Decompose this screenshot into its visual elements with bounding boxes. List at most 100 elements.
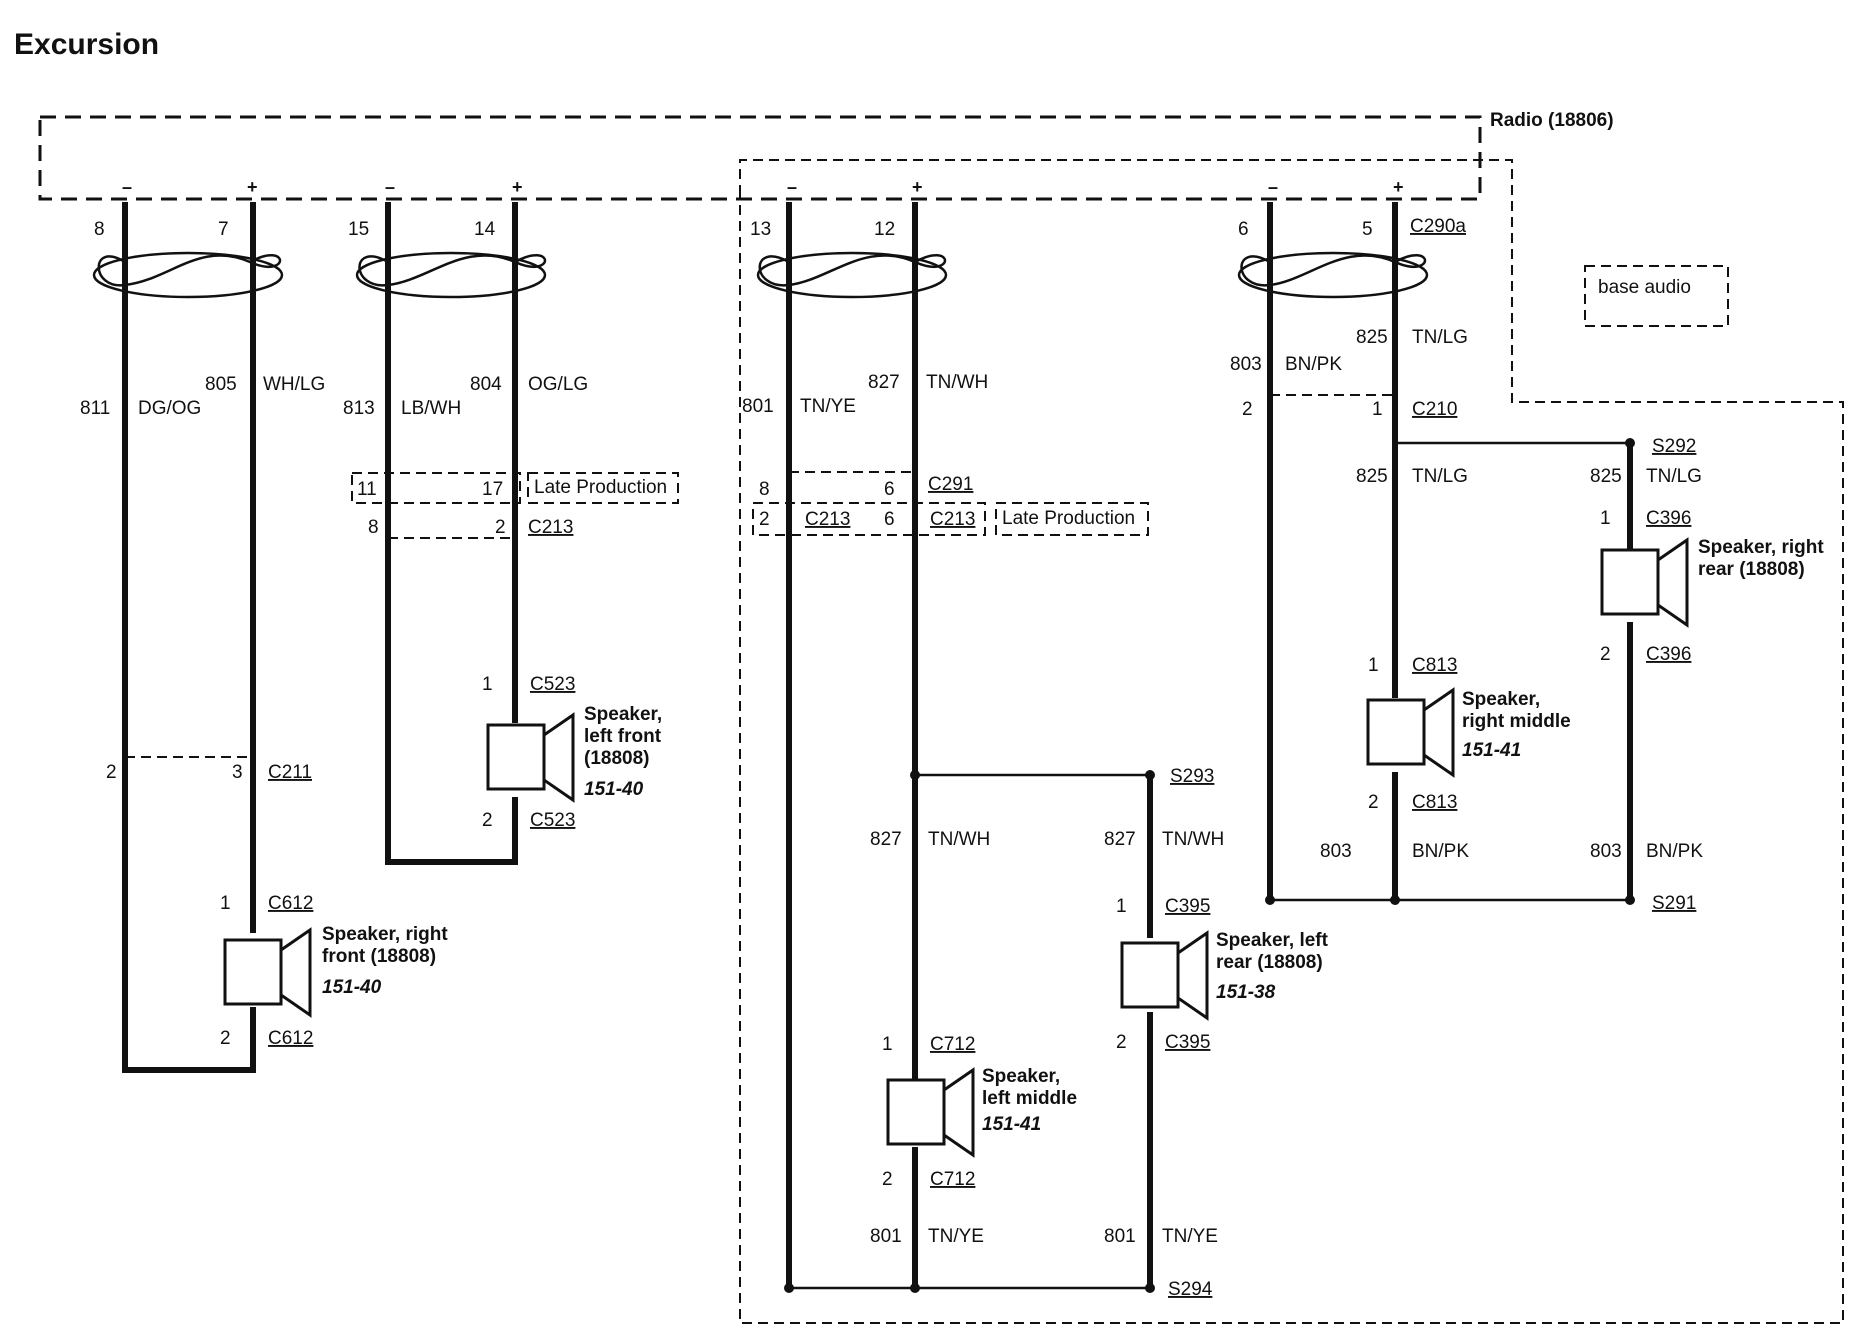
svg-text:S292: S292 [1652, 436, 1696, 457]
pin-number: 8 [94, 219, 105, 240]
pin-number: 7 [218, 219, 229, 240]
svg-text:Late Production: Late Production [1002, 508, 1135, 529]
circuit-right-front: 811 DG/OG 805 WH/LG 2 3 C211 1 C612 2 C6… [80, 202, 448, 1073]
speaker-icon [1600, 548, 1660, 616]
circuit-right-middle-rear: 803 BN/PK 825 TN/LG 2 1 C210 S292 825 TN… [1230, 202, 1824, 914]
pin-number: 6 [1238, 219, 1249, 240]
svg-text:8: 8 [759, 479, 770, 500]
svg-text:Speaker, right: Speaker, right [1698, 537, 1824, 558]
svg-text:TN/LG: TN/LG [1412, 327, 1468, 348]
rear-harness-region [739, 159, 1844, 1324]
svg-text:left front: left front [584, 726, 662, 747]
svg-text:C396: C396 [1646, 644, 1691, 665]
svg-text:827: 827 [870, 829, 902, 850]
svg-text:C210: C210 [1412, 399, 1457, 420]
svg-text:TN/YE: TN/YE [928, 1226, 984, 1247]
svg-text:1: 1 [882, 1034, 893, 1055]
svg-text:1: 1 [1116, 896, 1127, 917]
svg-text:2: 2 [759, 509, 770, 530]
svg-text:TN/WH: TN/WH [1162, 829, 1224, 850]
svg-text:C612: C612 [268, 1028, 313, 1049]
svg-text:11: 11 [357, 479, 377, 500]
svg-text:17: 17 [482, 479, 503, 500]
plus-sign: + [247, 177, 258, 197]
svg-text:right middle: right middle [1462, 711, 1571, 732]
svg-text:C612: C612 [268, 893, 313, 914]
svg-text:WH/LG: WH/LG [263, 374, 325, 395]
svg-text:3: 3 [232, 762, 243, 783]
svg-text:2: 2 [1242, 399, 1253, 420]
speaker-icon [486, 723, 546, 791]
svg-text:151-41: 151-41 [982, 1114, 1041, 1135]
pin-number: 14 [474, 219, 496, 240]
minus-sign: – [385, 177, 395, 197]
svg-text:813: 813 [343, 398, 375, 419]
speaker-icon [223, 938, 283, 1006]
speaker-icon [1366, 698, 1426, 766]
svg-text:TN/LG: TN/LG [1646, 466, 1702, 487]
svg-text:C813: C813 [1412, 655, 1457, 676]
svg-text:S293: S293 [1170, 766, 1214, 787]
svg-text:2: 2 [220, 1028, 231, 1049]
svg-text:151-40: 151-40 [584, 779, 644, 800]
svg-text:C712: C712 [930, 1034, 975, 1055]
svg-text:C211: C211 [268, 762, 312, 783]
svg-text:1: 1 [482, 674, 493, 695]
svg-text:C523: C523 [530, 810, 575, 831]
svg-text:LB/WH: LB/WH [401, 398, 461, 419]
svg-text:801: 801 [870, 1226, 902, 1247]
svg-text:C396: C396 [1646, 508, 1691, 529]
svg-text:C523: C523 [530, 674, 575, 695]
svg-text:1: 1 [1600, 508, 1611, 529]
svg-text:Speaker, left: Speaker, left [1216, 930, 1329, 951]
svg-text:front (18808): front (18808) [322, 946, 436, 967]
svg-text:TN/YE: TN/YE [800, 396, 856, 417]
svg-text:1: 1 [1368, 655, 1379, 676]
pin-number: 15 [348, 219, 369, 240]
pin-number: 5 [1362, 219, 1373, 240]
svg-text:2: 2 [495, 517, 506, 538]
svg-text:1: 1 [1372, 399, 1383, 420]
svg-text:825: 825 [1356, 327, 1388, 348]
svg-text:151-40: 151-40 [322, 977, 382, 998]
svg-text:Speaker,: Speaker, [1462, 689, 1540, 710]
twisted-pair-icon [758, 254, 947, 287]
svg-text:C712: C712 [930, 1169, 975, 1190]
svg-text:827: 827 [1104, 829, 1136, 850]
svg-text:804: 804 [470, 374, 502, 395]
svg-text:2: 2 [106, 762, 117, 783]
radio-label: Radio (18806) [1490, 110, 1614, 131]
svg-text:BN/PK: BN/PK [1412, 841, 1469, 862]
minus-sign: – [787, 177, 797, 197]
svg-text:2: 2 [882, 1169, 893, 1190]
svg-text:S294: S294 [1168, 1279, 1213, 1300]
minus-sign: – [1268, 177, 1278, 197]
base-audio-box [1584, 265, 1729, 327]
diagram-title: Excursion [14, 28, 159, 61]
svg-text:805: 805 [205, 374, 237, 395]
twisted-pair-icon [358, 254, 547, 287]
wire-811 [122, 202, 256, 1073]
polarity-signs: – + – + – + – + [122, 177, 1404, 197]
svg-text:S291: S291 [1652, 893, 1696, 914]
svg-text:(18808): (18808) [584, 748, 650, 769]
svg-text:BN/PK: BN/PK [1646, 841, 1703, 862]
svg-text:TN/YE: TN/YE [1162, 1226, 1218, 1247]
svg-text:DG/OG: DG/OG [138, 398, 201, 419]
connector-c290a: C290a [1410, 216, 1466, 237]
radio-pin-numbers: 8 7 15 14 13 12 6 5 [94, 219, 1373, 240]
plus-sign: + [912, 177, 923, 197]
svg-text:OG/LG: OG/LG [528, 374, 588, 395]
svg-text:rear (18808): rear (18808) [1698, 559, 1805, 580]
speaker-icon [886, 1078, 946, 1146]
svg-text:803: 803 [1230, 354, 1262, 375]
svg-text:6: 6 [884, 479, 895, 500]
svg-text:Speaker, right: Speaker, right [322, 924, 448, 945]
svg-text:803: 803 [1590, 841, 1622, 862]
svg-text:151-38: 151-38 [1216, 982, 1276, 1003]
svg-text:Speaker,: Speaker, [982, 1066, 1060, 1087]
svg-text:801: 801 [1104, 1226, 1136, 1247]
svg-text:801: 801 [742, 396, 774, 417]
speaker-icon [1120, 941, 1180, 1009]
svg-text:C213: C213 [930, 509, 975, 530]
